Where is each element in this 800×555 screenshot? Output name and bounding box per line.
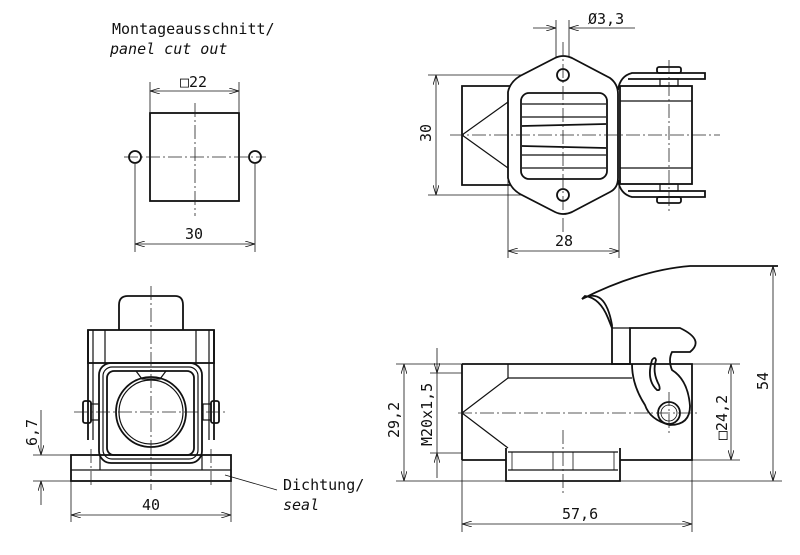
side-length-dim: 57,6 (562, 505, 598, 523)
front-view-width-dim: 40 (142, 496, 160, 514)
square-24-dim: □24,2 (713, 395, 731, 440)
panel-cutout-title-en: panel cut out (109, 40, 227, 58)
panel-cutout-view: Montageausschnitt/ panel cut out □22 30 (109, 20, 275, 252)
cutout-hole-spacing: 30 (185, 225, 203, 243)
top-view-height-dim: 30 (417, 124, 435, 142)
total-height-dim: 54 (754, 372, 772, 390)
panel-cutout-title-de: Montageausschnitt/ (112, 20, 275, 38)
base-plate (70, 454, 232, 482)
hole-diameter-dim: Ø3,3 (588, 10, 624, 28)
mounting-hole-right (248, 150, 262, 164)
side-height-dim: 29,2 (385, 402, 403, 438)
seal-label-de: Dichtung/ (283, 476, 364, 494)
top-view-width-dim: 28 (555, 232, 573, 250)
side-view: 29,2 M20x1,5 □24,2 54 57,6 (385, 265, 782, 532)
cutout-square-dim: □22 (180, 73, 207, 91)
seal-label-en: seal (283, 496, 319, 514)
thread-dim: M20x1,5 (418, 383, 436, 446)
front-view: 6,7 40 Dichtung/ seal (23, 286, 364, 522)
locking-lever (581, 294, 697, 426)
base-height-dim: 6,7 (23, 419, 41, 446)
top-view: Ø3,3 30 (417, 10, 720, 258)
mounting-hole-left (128, 150, 142, 164)
locking-lever-top (619, 85, 693, 185)
